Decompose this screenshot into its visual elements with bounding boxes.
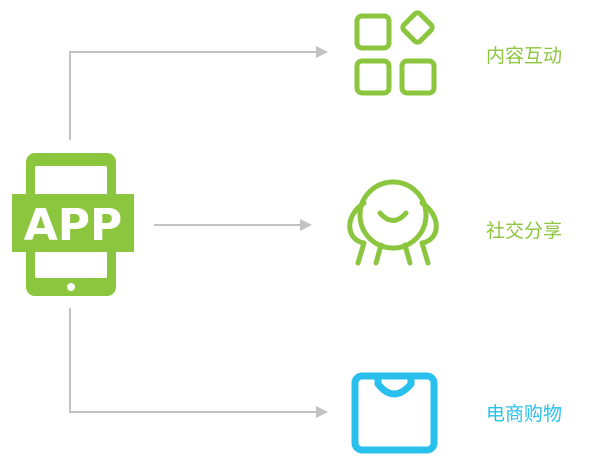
connectors: [69, 46, 328, 418]
app-phone-icon: APP: [12, 153, 134, 296]
arrowhead-middle: [300, 219, 312, 231]
connector-top: [69, 51, 316, 140]
people-icon: [347, 179, 439, 266]
arrowhead-bottom: [316, 406, 328, 418]
feature-label-social: 社交分享: [486, 220, 562, 242]
feature-label-content: 内容互动: [486, 45, 562, 67]
shopping-bag-icon: [351, 372, 438, 454]
app-label: APP: [24, 200, 123, 251]
apps-grid-icon: [354, 10, 437, 96]
connector-bottom: [69, 308, 316, 413]
feature-label-shopping: 电商购物: [486, 403, 562, 425]
arrowhead-top: [316, 46, 328, 58]
